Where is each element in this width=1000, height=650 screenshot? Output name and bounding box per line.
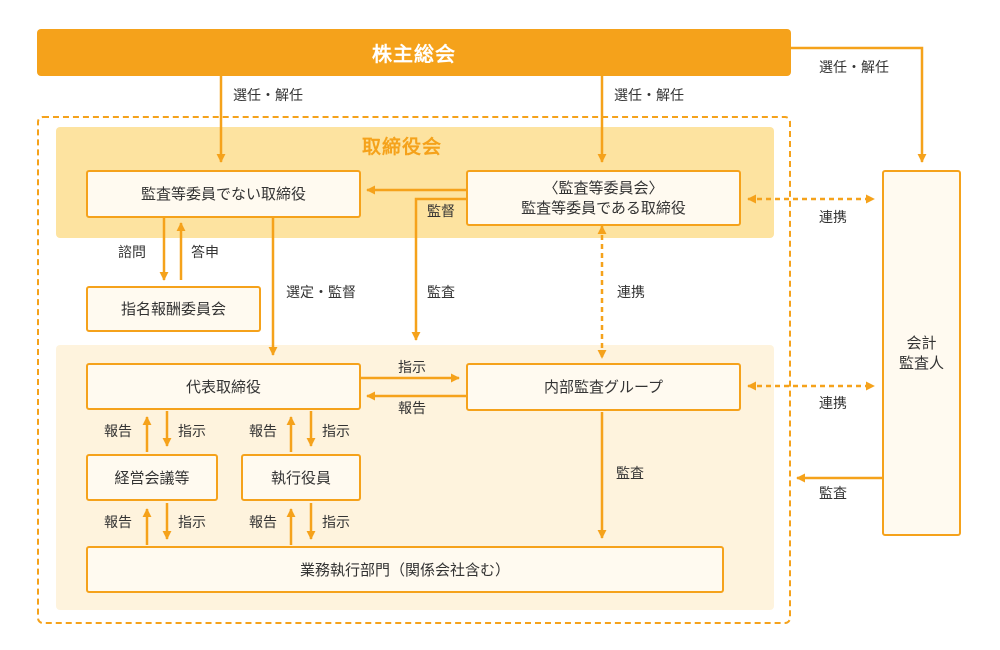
- label-audit-right: 監査: [819, 486, 847, 502]
- label-report-4: 報告: [249, 515, 277, 531]
- nomination-committee-label: 指名報酬委員会: [120, 300, 226, 318]
- label-report-internal-rep: 報告: [398, 401, 426, 417]
- business-units-label: 業務執行部門（関係会社含む）: [299, 560, 510, 579]
- label-report-back: 答申: [191, 245, 219, 261]
- label-elect-dismiss-right: 選任・解任: [819, 60, 889, 76]
- label-audit-mid: 監査: [427, 285, 455, 301]
- label-audit-lower: 監査: [616, 466, 644, 482]
- representative-director-label: 代表取締役: [185, 377, 261, 396]
- label-link-bottom: 連携: [819, 396, 847, 412]
- arrow-audit-exec: [411, 197, 466, 341]
- arrow-elect-auditor: [791, 46, 927, 163]
- executive-officers-label: 執行役員: [270, 468, 331, 487]
- label-instruct-4: 指示: [322, 515, 350, 531]
- accounting-auditor-line1: 会計: [906, 334, 937, 352]
- audit-committee-title: 〈監査等委員会〉: [543, 179, 664, 197]
- label-supervise: 監督: [427, 204, 455, 220]
- internal-audit-box: 内部監査グループ: [466, 363, 741, 411]
- shareholders-meeting-header: 株主総会: [37, 29, 791, 76]
- label-link-mid: 連携: [617, 285, 645, 301]
- board-title: 取締役会: [362, 136, 443, 158]
- accounting-auditor-box: 会計 監査人: [882, 170, 961, 536]
- accounting-auditor-line2: 監査人: [898, 354, 944, 372]
- internal-audit-label: 内部監査グループ: [543, 378, 664, 396]
- label-elect-dismiss-left: 選任・解任: [233, 88, 303, 104]
- non-audit-directors-box: 監査等委員でない取締役: [86, 170, 361, 218]
- label-report-3: 報告: [104, 515, 132, 531]
- label-report-2: 報告: [249, 424, 277, 440]
- label-instruct-3: 指示: [178, 515, 206, 531]
- representative-director-box: 代表取締役: [86, 363, 361, 410]
- management-meeting-box: 経営会議等: [86, 454, 218, 501]
- label-instruct-2: 指示: [322, 424, 350, 440]
- non-audit-directors-label: 監査等委員でない取締役: [140, 185, 306, 203]
- label-consult: 諮問: [118, 245, 146, 261]
- label-elect-dismiss-mid: 選任・解任: [614, 88, 684, 104]
- label-instruct-rep-internal: 指示: [398, 360, 426, 376]
- company-frame: [37, 116, 791, 624]
- audit-committee-members: 監査等委員である取締役: [521, 199, 686, 217]
- business-units-box: 業務執行部門（関係会社含む）: [86, 546, 724, 593]
- executive-officers-box: 執行役員: [241, 454, 361, 501]
- nomination-committee-box: 指名報酬委員会: [86, 286, 261, 332]
- label-select-supervise: 選定・監督: [286, 285, 356, 301]
- management-meeting-label: 経営会議等: [114, 468, 190, 487]
- label-instruct-1: 指示: [178, 424, 206, 440]
- label-report-1: 報告: [104, 424, 132, 440]
- label-link-top: 連携: [819, 210, 847, 226]
- audit-committee-box: 〈監査等委員会〉 監査等委員である取締役: [466, 170, 741, 226]
